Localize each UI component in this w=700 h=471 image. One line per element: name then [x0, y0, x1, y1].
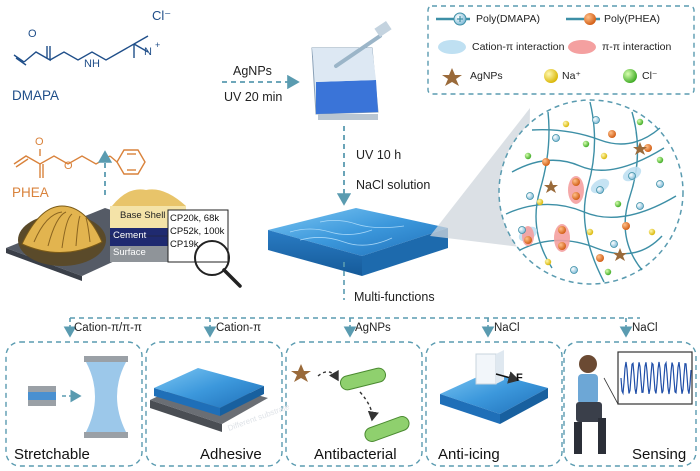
branch-label-stretchable: Cation-π/π-π — [74, 322, 142, 334]
dmapa-structure — [13, 35, 149, 66]
ether-oxygen-label: O — [64, 160, 73, 172]
amide-label: NH — [84, 58, 100, 70]
branch-arrows — [63, 318, 633, 338]
cement-label: Cement — [113, 230, 147, 241]
cp-label-2: CP52k, 100k — [170, 226, 225, 237]
legend-item-cl: Cl⁻ — [642, 70, 658, 82]
chloride-label: Cl⁻ — [152, 8, 172, 23]
multi-functions-label: Multi-functions — [354, 290, 435, 304]
legend-item-poly-phea: Poly(PHEA) — [604, 13, 661, 25]
legend-item-pi-pi: π-π interaction — [602, 41, 672, 53]
hydrogel-block — [268, 208, 448, 276]
branch-label-antibacterial: AgNPs — [355, 322, 391, 334]
surface-label: Surface — [113, 247, 146, 258]
branch-label-adhesive: Cation-π — [216, 322, 262, 334]
magnifier-icon — [194, 240, 242, 288]
adhesive-illustration — [150, 368, 268, 432]
ammonium-label: N — [144, 46, 152, 58]
agnps-step-label: AgNPs — [233, 64, 272, 78]
ammonium-charge: + — [155, 40, 161, 50]
phea-title: PHEA — [12, 185, 49, 200]
legend-item-na: Na⁺ — [562, 70, 581, 82]
panel-anti-icing-caption: Anti-icing — [438, 446, 500, 463]
panel-antibacterial-caption: Antibacterial — [314, 446, 397, 463]
shell-cross-section — [110, 189, 229, 263]
ester-oxygen-label: O — [35, 136, 44, 148]
dmapa-title: DMAPA — [12, 88, 60, 103]
antibacterial-illustration — [291, 364, 410, 442]
branch-label-anti-icing: NaCl — [494, 322, 520, 334]
carbonyl-oxygen-label: O — [28, 28, 37, 40]
cp-label-1: CP20k, 68k — [170, 213, 220, 224]
uv10-step-label: UV 10 h — [356, 148, 402, 162]
nacl-step-label: NaCl solution — [356, 178, 431, 192]
uv20-step-label: UV 20 min — [224, 90, 283, 104]
legend-item-poly-dmapa: Poly(DMAPA) — [476, 13, 540, 25]
legend-item-cation-pi: Cation-π interaction — [472, 41, 565, 53]
panel-stretchable-caption: Stretchable — [14, 446, 90, 463]
branch-label-sensing: NaCl — [632, 322, 658, 334]
phea-structure — [13, 149, 146, 178]
legend-icons — [436, 12, 637, 86]
network-zoom — [498, 99, 684, 285]
sensing-illustration — [574, 351, 693, 454]
anti-icing-illustration — [440, 350, 548, 424]
cp-label-3: CP19k — [170, 239, 199, 250]
panel-sensing-caption: Sensing — [632, 446, 687, 463]
stretchable-illustration — [28, 356, 128, 438]
legend-item-agnps: AgNPs — [470, 70, 503, 82]
base-shell-label: Base Shell — [120, 210, 166, 221]
panel-adhesive-caption: Adhesive — [200, 446, 262, 463]
force-label: F — [516, 372, 523, 384]
function-panels — [5, 341, 697, 467]
mold-vial — [311, 20, 392, 120]
